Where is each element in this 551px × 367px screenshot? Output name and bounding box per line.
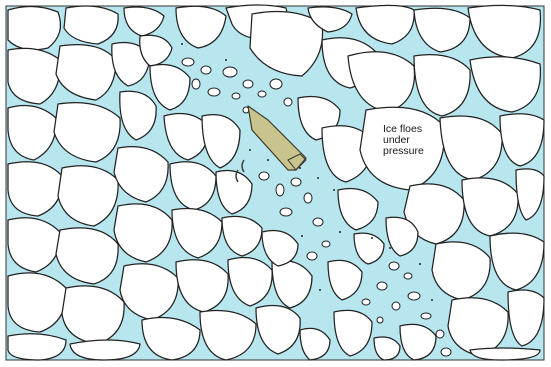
ice-floe [8, 334, 66, 360]
ice-chip [270, 79, 282, 89]
water-dot [431, 299, 433, 301]
ice-chip [276, 184, 284, 196]
ice-chip [377, 317, 383, 323]
water-dot [333, 189, 335, 191]
water-dot [339, 231, 341, 233]
water-dot [225, 59, 227, 61]
ice-chip [421, 313, 431, 319]
ice-chip [280, 208, 292, 216]
ice-chip [182, 58, 194, 66]
water-dot [267, 159, 269, 161]
ice-chip [441, 348, 451, 356]
water-dot [389, 247, 391, 249]
ice-chip [192, 79, 200, 89]
ice-chip [284, 98, 292, 106]
ice-floe [8, 6, 60, 49]
water-dot [301, 235, 303, 237]
ice-chip [259, 172, 269, 180]
ice-chip [223, 67, 237, 77]
water-dot [181, 43, 183, 45]
water-dot [371, 237, 373, 239]
ice-chip [304, 193, 312, 203]
ice-chip [243, 80, 253, 88]
ice-chip [404, 273, 412, 279]
ice-chip [322, 241, 330, 247]
ice-chip [362, 299, 370, 305]
ice-chip [313, 218, 323, 226]
ice-chip [201, 66, 211, 74]
ice-chip [258, 91, 266, 97]
ice-chip [392, 302, 400, 310]
ice-chip [307, 252, 317, 260]
water-dot [249, 149, 251, 151]
ice-floe [470, 348, 540, 360]
water-dot [319, 289, 321, 291]
ice-chip [208, 88, 220, 96]
ice-floes-annotation: Ice floes under pressure [383, 124, 424, 157]
water-dot [317, 177, 319, 179]
ice-chip [232, 93, 240, 99]
water-dot [419, 263, 421, 265]
ice-chip [291, 178, 301, 186]
ice-chip [408, 292, 420, 300]
ice-chip [389, 262, 399, 270]
ice-chip [436, 330, 444, 338]
ice-chip [377, 282, 387, 290]
